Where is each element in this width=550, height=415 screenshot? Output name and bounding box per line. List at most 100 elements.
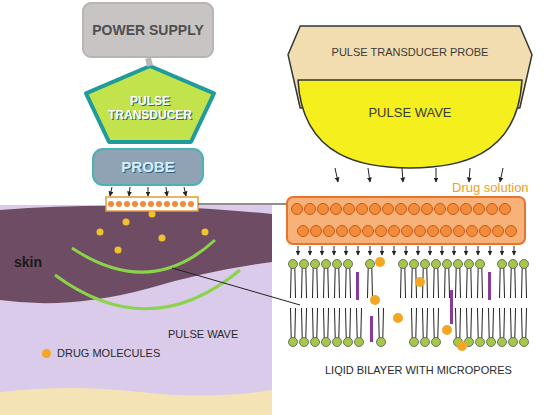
lipid-head: [289, 260, 298, 269]
text-label: skin: [14, 254, 42, 270]
lipid-tail: [291, 308, 296, 338]
pulse-arrow: [358, 246, 359, 255]
patch-dot: [324, 226, 335, 237]
lipid-head: [289, 338, 298, 347]
lipid-head: [432, 338, 441, 347]
lipid-head: [344, 260, 353, 269]
patch-dot: [305, 204, 316, 215]
patch-dot: [148, 201, 154, 207]
node-text: PULSE WAVE: [368, 106, 451, 121]
legend-swatch: [42, 349, 51, 358]
patch-dot: [311, 226, 322, 237]
patch-dot: [396, 204, 407, 215]
lipid-tail: [511, 308, 516, 338]
patch-dot: [448, 204, 459, 215]
drug-dot: [370, 295, 380, 305]
drug-dot: [202, 229, 209, 236]
wave-shape-outline: [298, 80, 522, 168]
patch-dot: [376, 226, 387, 237]
drug-dot: [393, 313, 403, 323]
lipid-tail: [357, 308, 362, 338]
lipid-head: [509, 338, 518, 347]
lipid-tail: [412, 308, 417, 338]
supply-box: POWER SUPPLY: [82, 2, 214, 58]
patch-dot: [337, 226, 348, 237]
pulse-arrow: [368, 168, 370, 182]
drug-dot: [457, 341, 467, 351]
lipid-head: [410, 260, 419, 269]
patch-dot: [318, 204, 329, 215]
lipid-head: [355, 338, 364, 347]
lipid-tail: [313, 308, 318, 338]
connector: [148, 58, 150, 66]
patch-dot: [480, 226, 491, 237]
patch-dot: [292, 204, 303, 215]
lipid-head: [487, 338, 496, 347]
pulse-arrow: [466, 246, 467, 255]
pulse-arrow: [322, 246, 323, 255]
pulse-arrow: [469, 168, 470, 182]
pulse-arrow: [402, 168, 403, 182]
skin-layer: [0, 206, 272, 303]
pulse-arrow: [500, 168, 503, 182]
patch-dot: [172, 201, 178, 207]
lipid-head: [322, 338, 331, 347]
lipid-tail: [379, 308, 384, 338]
lipid-tail: [302, 308, 307, 338]
pulse-arrow: [514, 246, 515, 255]
patch-dot: [344, 204, 355, 215]
patch-dot: [164, 201, 170, 207]
lipid-head: [498, 260, 507, 269]
patch-dot: [116, 201, 122, 207]
lipid-head: [410, 338, 419, 347]
patch-dot: [124, 201, 130, 207]
patch-dot: [331, 204, 342, 215]
lipid-head: [344, 338, 353, 347]
lipid-head: [300, 260, 309, 269]
pulse-arrow: [442, 246, 443, 255]
lipid-tail: [346, 308, 351, 338]
pulse-arrow: [406, 246, 407, 255]
patch-dot: [402, 226, 413, 237]
lipid-head: [465, 260, 474, 269]
lipid-tail: [434, 268, 439, 298]
patch-dot: [409, 204, 420, 215]
pulse-arrow: [184, 187, 186, 196]
drug-dot: [123, 219, 130, 226]
probe-box: PROBE: [92, 148, 204, 186]
patch-dot: [132, 201, 138, 207]
pulse-arrow: [148, 187, 149, 196]
large-patch: [287, 197, 525, 244]
node-text: PULSE TRANSDUCER: [104, 95, 196, 123]
patch-dot: [370, 204, 381, 215]
patch-dot: [350, 226, 361, 237]
pulse-arrow: [335, 168, 338, 182]
patch-dot: [428, 226, 439, 237]
legend-row: DRUG MOLECULES: [42, 347, 160, 359]
patch-dot: [454, 226, 465, 237]
node-text: POWER SUPPLY: [92, 22, 204, 38]
base-layer: [0, 388, 272, 415]
patch-dot: [180, 201, 186, 207]
patch-dot: [108, 201, 114, 207]
lipid-tail: [368, 268, 373, 298]
pulse-arrow: [166, 187, 167, 196]
lipid-head: [366, 260, 375, 269]
lipid-tail: [522, 268, 527, 298]
lipid-tail: [500, 268, 505, 298]
patch-dot: [415, 226, 426, 237]
lipid-head: [311, 260, 320, 269]
patch-dot: [441, 226, 452, 237]
patch-dot: [506, 226, 517, 237]
lipid-head: [454, 260, 463, 269]
pore-bar: [450, 290, 453, 324]
lipid-head: [476, 338, 485, 347]
pulse-arrow: [334, 246, 335, 255]
lipid-head: [322, 260, 331, 269]
lipid-tail: [302, 268, 307, 298]
pore-bar: [488, 272, 491, 300]
pulse-arrow: [436, 168, 437, 182]
pulse-arrow: [310, 246, 311, 255]
pulse-arrow: [418, 246, 419, 255]
lipid-tail: [423, 308, 428, 338]
